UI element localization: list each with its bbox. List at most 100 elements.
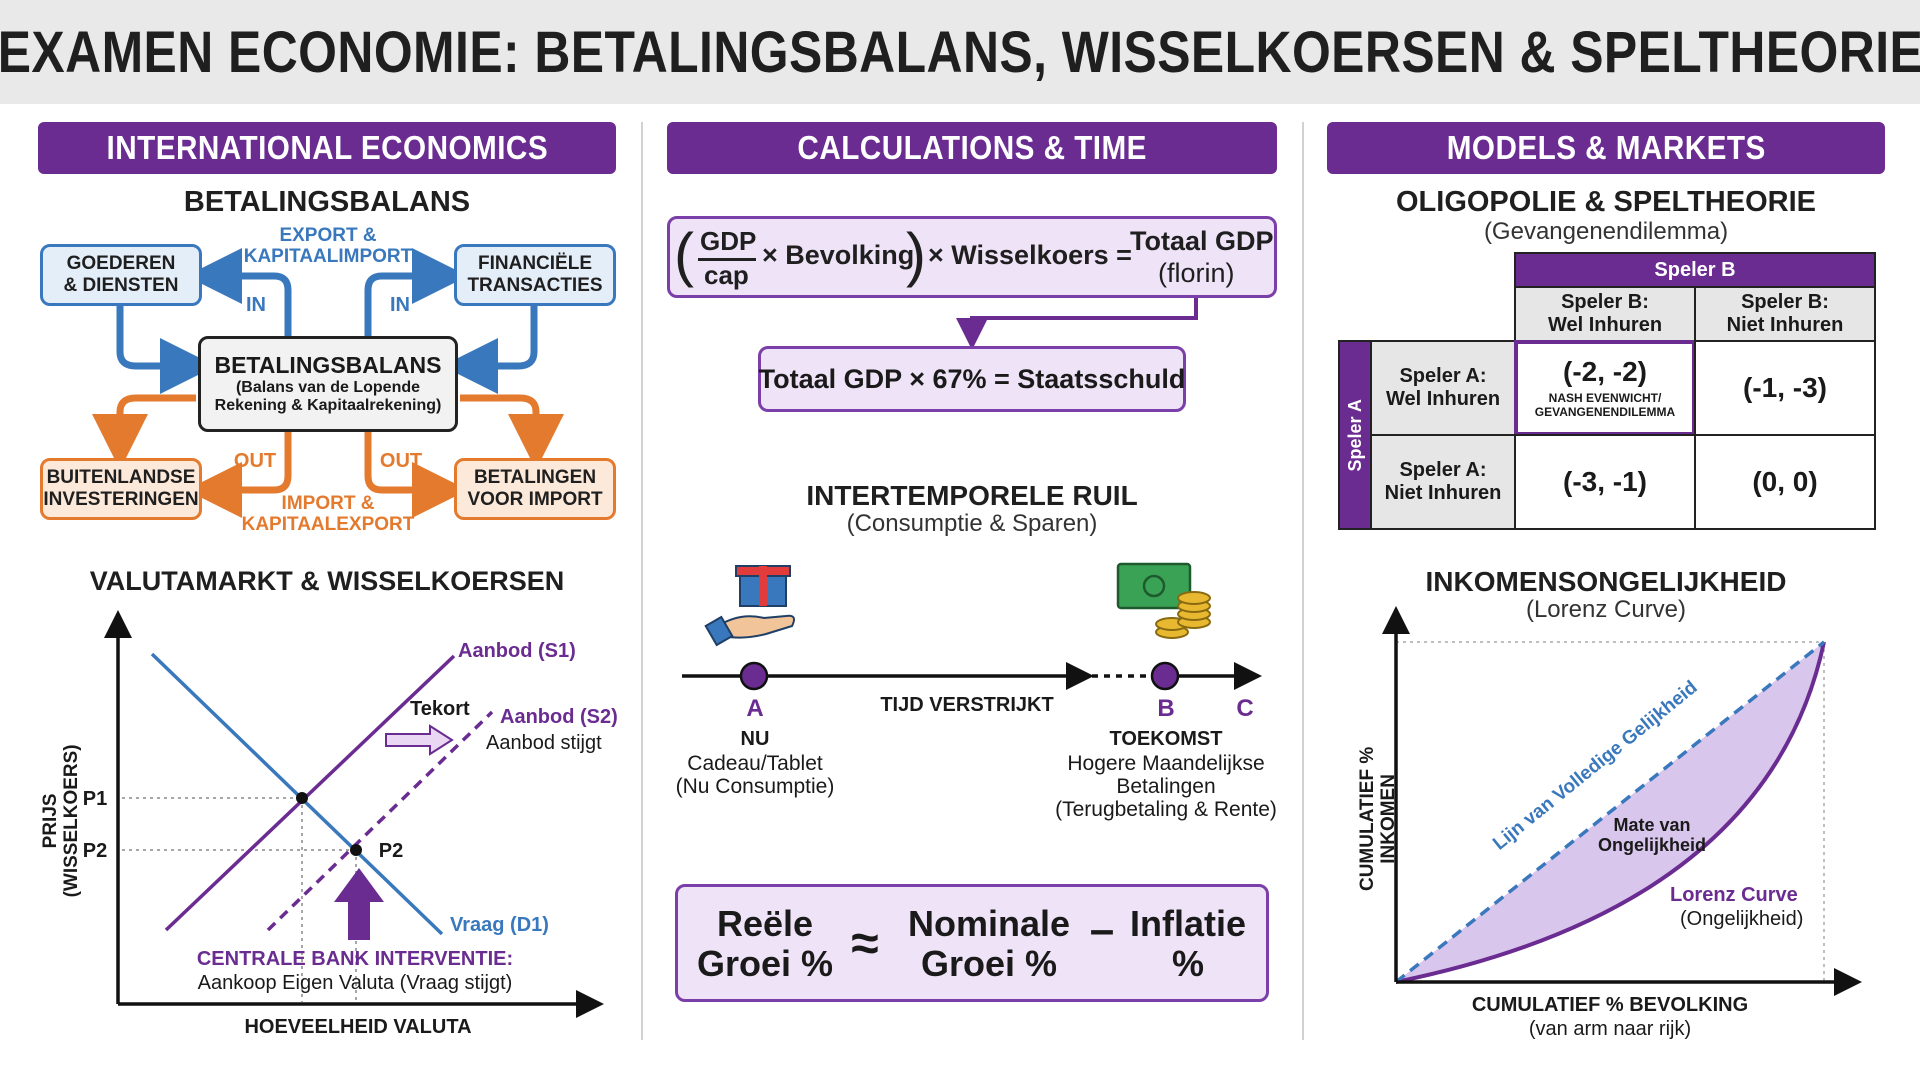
formula-result-bottom: (florin) (1158, 258, 1235, 288)
column-divider-left (641, 122, 643, 1040)
timeline-point-b (1150, 661, 1180, 691)
out-label-left: OUT (233, 450, 277, 472)
approx-sign: ≈ (851, 915, 879, 971)
section-header-calculations: CALCULATIONS & TIME (667, 122, 1277, 174)
lorenz-sub: (Lorenz Curve) (1525, 596, 1687, 623)
export-label: EXPORT & KAPITAALIMPORT (243, 225, 413, 267)
goods-services-box: GOEDEREN & DIENSTEN (40, 244, 202, 306)
title-bar: EXAMEN ECONOMIE: BETALINGSBALANS, WISSEL… (0, 0, 1920, 104)
timeline-point-a-label: A (746, 695, 764, 722)
equilibrium-point-p2 (350, 844, 362, 856)
demand-curve-d1 (150, 652, 444, 936)
nominal-growth: Nominale Groei % (907, 903, 1071, 984)
central-bank-arrow (334, 868, 384, 940)
bop-title: BETALINGSBALANS (183, 186, 471, 218)
lorenz-ylabel: CUMULATIEF % INKOMEN (1357, 746, 1399, 892)
supply-curve-s2 (266, 710, 494, 932)
section-header-models: MODELS & MARKETS (1327, 122, 1885, 174)
real-growth: Reële Groei % (696, 903, 834, 984)
bop-center-box: BETALINGSBALANS (Balans van de Lopende R… (198, 336, 458, 432)
game-title: OLIGOPOLIE & SPELTHEORIE (1395, 186, 1816, 218)
financial-transactions-box: FINANCIËLE TRANSACTIES (454, 244, 616, 306)
gift-hand-icon (704, 565, 795, 647)
time-passes-label: TIJD VERSTRIJKT (880, 694, 1054, 716)
inequality-area-label: Mate van Ongelijkheid (1597, 815, 1707, 855)
formula-frac-line (698, 258, 756, 261)
column-divider-right (1302, 122, 1304, 1040)
timeline-point-a (739, 661, 769, 691)
formula-frac-num: GDP (700, 226, 757, 256)
minus-sign: – (1089, 905, 1115, 954)
nash-note: NASH EVENWICHT/ GEVANGENENDILEMMA (1534, 391, 1676, 420)
timeline (682, 562, 1262, 691)
lorenz-xlabel: CUMULATIEF % BEVOLKING (1471, 994, 1749, 1016)
formula-connector (956, 298, 1198, 350)
lorenz-curve-sub: (Ongelijkheid) (1680, 908, 1804, 930)
lorenz-curve (1395, 641, 1826, 984)
now-title: NU (740, 728, 770, 750)
fx-ylabel: PRIJS (WISSELKOERS) (40, 744, 82, 898)
lorenz-chart (1382, 606, 1862, 996)
bop-center-subtitle: (Balans van de Lopende Rekening & Kapita… (214, 378, 442, 415)
money-coins-icon (1116, 562, 1211, 639)
foreign-investments-box: BUITENLANDSE INVESTERINGEN (40, 458, 202, 520)
debt-formula: Totaal GDP × 67% = Staatsschuld (758, 363, 1186, 394)
cb-intervention-title: CENTRALE BANK INTERVENTIE: (196, 948, 514, 970)
formula-part1: × Bevolking (762, 240, 915, 270)
section-header-international: INTERNATIONAL ECONOMICS (38, 122, 616, 174)
inflation: Inflatie % (1129, 903, 1246, 984)
bop-center-title: BETALINGSBALANS (214, 352, 442, 379)
fx-s1-label: Aanbod (S1) (458, 640, 576, 662)
import-label: IMPORT & KAPITAALEXPORT (241, 493, 415, 535)
cb-intervention-sub: Aankoop Eigen Valuta (Vraag stijgt) (197, 972, 513, 994)
supply-curve-s1 (164, 654, 456, 932)
b-hire-header: Speler B: Wel Inhuren (1514, 286, 1696, 342)
timeline-point-c-label: C (1236, 695, 1254, 722)
lorenz-curve-label: Lorenz Curve (1670, 884, 1798, 906)
fx-supply-up-label: Aanbod stijgt (486, 732, 602, 754)
in-label-left: IN (246, 294, 266, 316)
fx-p1-label: P1 (82, 788, 108, 810)
fx-p2-point-label: P2 (378, 840, 404, 862)
equality-line (1394, 640, 1826, 984)
a-nohire-header: Speler A: Niet Inhuren (1370, 434, 1516, 530)
b-nohire-header: Speler B: Niet Inhuren (1694, 286, 1876, 342)
fx-shortage-label: Tekort (410, 698, 470, 720)
player-b-header: Speler B (1514, 252, 1876, 288)
future-desc: Hogere Maandelijkse Betalingen (Terugbet… (1055, 752, 1277, 822)
now-desc: Cadeau/Tablet (Nu Consumptie) (675, 752, 835, 799)
fx-s2-label: Aanbod (S2) (500, 706, 618, 728)
future-title: TOEKOMST (1109, 728, 1223, 750)
import-payments-box: BETALINGEN VOOR IMPORT (454, 458, 616, 520)
a-hire-header: Speler A: Wel Inhuren (1370, 340, 1516, 436)
formula-close-paren: ) (906, 221, 926, 288)
growth-formula-box (675, 884, 1269, 1002)
payoff-hire-hire: (-2, -2) NASH EVENWICHT/ GEVANGENENDILEM… (1514, 340, 1696, 436)
payoff-hire-nohire: (-1, -3) (1694, 340, 1876, 436)
fx-d1-label: Vraag (D1) (450, 914, 549, 936)
game-sub: (Gevangenendilemma) (1483, 218, 1729, 245)
debt-formula-box: Totaal GDP × 67% = Staatsschuld (758, 346, 1186, 412)
fx-title: VALUTAMARKT & WISSELKOERSEN (89, 566, 565, 596)
out-label-right: OUT (379, 450, 423, 472)
equilibrium-point-p1 (296, 792, 308, 804)
gdp-formula-box (667, 216, 1277, 298)
formula-result-top: Totaal GDP (1130, 226, 1274, 256)
intertemporal-title: INTERTEMPORELE RUIL (806, 480, 1138, 511)
lorenz-xsub: (van arm naar rijk) (1528, 1018, 1692, 1040)
formula-open-paren: ( (674, 221, 694, 288)
bop-arrows (92, 248, 564, 518)
formula-part2: × Wisselkoers = (928, 240, 1132, 270)
payoff-nohire-nohire: (0, 0) (1694, 434, 1876, 530)
intertemporal-sub: (Consumptie & Sparen) (846, 510, 1098, 537)
page-title: EXAMEN ECONOMIE: BETALINGSBALANS, WISSEL… (0, 19, 1920, 85)
payoff-nohire-hire: (-3, -1) (1514, 434, 1696, 530)
supply-shift-arrow (385, 724, 454, 756)
fx-chart (104, 610, 604, 1018)
player-a-header: Speler A (1338, 340, 1372, 530)
in-label-right: IN (390, 294, 410, 316)
lorenz-title: INKOMENSONGELIJKHEID (1425, 566, 1787, 597)
formula-frac-den: cap (704, 260, 749, 290)
fx-xlabel: HOEVEELHEID VALUTA (244, 1016, 472, 1038)
timeline-point-b-label: B (1157, 695, 1175, 722)
